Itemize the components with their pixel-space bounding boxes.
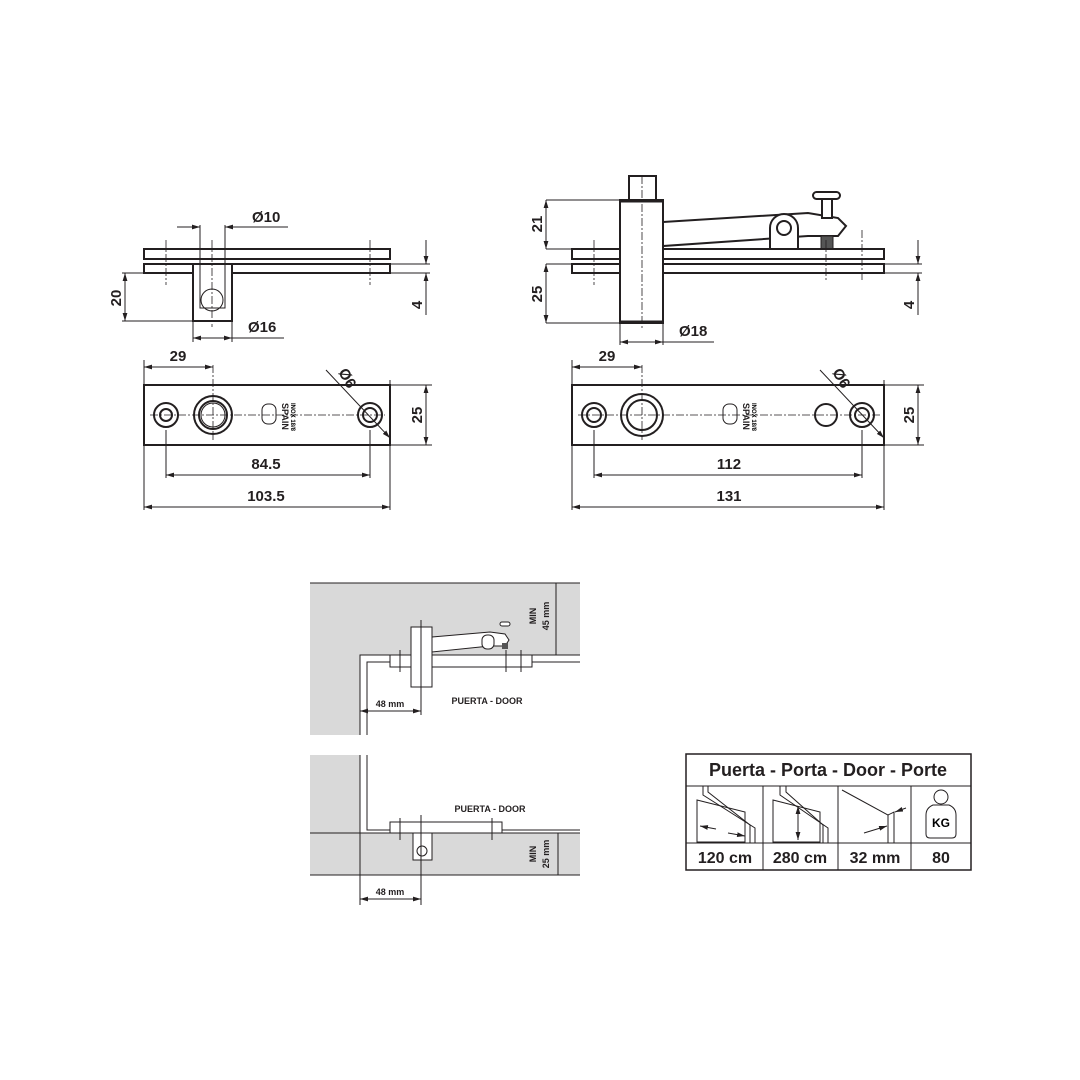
dim-height: 20 [108,290,125,307]
offset-label: 48 mm [376,887,405,897]
door-height-icon [772,786,829,843]
adjust-knob [812,191,841,200]
door-thickness-icon [841,789,907,843]
pivot-body [619,199,664,324]
mark-material: INOX 18/8 [750,403,756,432]
dim-hole-spacing: 84.5 [251,456,280,473]
min-value: 45 mm [541,602,551,631]
dim-gap: 4 [409,300,426,309]
mark-country: SPAIN [280,403,290,430]
min-label: MIN [528,846,538,863]
weight-icon: KG [925,789,957,839]
spring-screw [820,235,834,250]
dim-top-height: 21 [529,216,546,233]
brand-logo [261,403,277,425]
door-width-icon [696,786,756,843]
dim-body-diameter: Ø16 [248,319,276,336]
right-pivot-plate-view: SPAIN INOX 18/8 29 Ø6 25 112 131 [571,348,924,510]
pivot-plate [389,821,503,834]
pivot-body [192,263,233,322]
dim-length: 131 [716,488,741,505]
dim-hole-spacing: 112 [717,456,741,473]
spec-table: Puerta - Porta - Door - Porte KG 120 cm … [685,753,972,871]
pivot-pin [628,175,657,201]
mark-material: INOX 18/8 [289,403,295,432]
dim-body-diameter: Ø18 [679,323,707,340]
installation-top-view: 48 mm PUERTA - DOOR MIN 45 mm [310,582,580,735]
door-label: PUERTA - DOOR [452,696,523,706]
dim-length: 103.5 [247,488,285,505]
upper-plate [143,248,391,260]
dim-bottom-height: 25 [529,286,546,303]
closer-arm [662,211,848,248]
dim-offset: 29 [170,348,187,365]
right-pivot-side-view: 21 25 Ø18 4 [529,175,922,345]
brand-logo [722,403,738,425]
mark-country: SPAIN [741,403,751,430]
spec-thickness: 32 mm [850,850,901,867]
dim-offset: 29 [599,348,616,365]
dim-width: 25 [409,407,426,424]
door-label: PUERTA - DOOR [455,804,526,814]
left-pivot-plate-view: SPAIN INOX 18/8 29 Ø6 25 84.5 103.5 [143,348,432,510]
installation-bottom-view: 48 mm PUERTA - DOOR MIN 25 mm [310,755,580,905]
dim-width: 25 [901,407,918,424]
dim-gap: 4 [901,300,918,309]
min-value: 25 mm [541,840,551,869]
left-pivot-side-view: Ø10 Ø16 20 4 [108,209,430,342]
dim-pin-diameter: Ø10 [252,209,280,226]
table-title: Puerta - Porta - Door - Porte [709,760,947,780]
offset-label: 48 mm [376,699,405,709]
spec-width: 120 cm [698,850,752,867]
min-label: MIN [528,608,538,625]
lower-plate [143,263,391,274]
spec-height: 280 cm [773,850,827,867]
weight-icon-text: KG [932,816,950,830]
spec-weight: 80 [932,850,950,867]
